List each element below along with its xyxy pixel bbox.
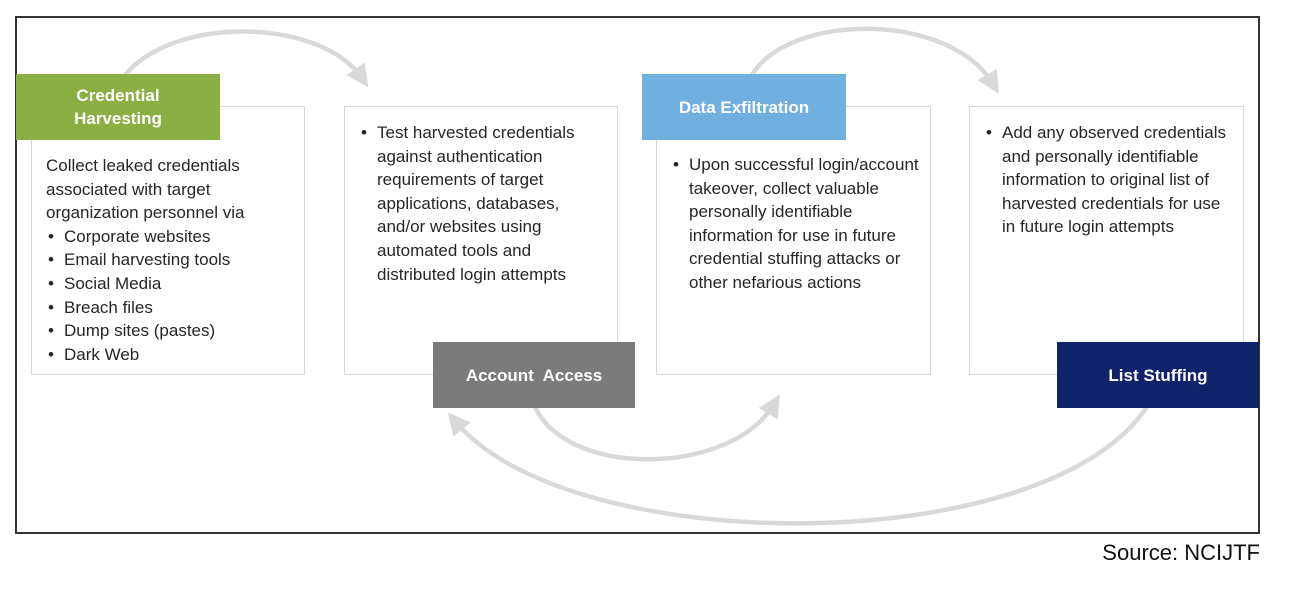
harvesting-intro: Collect leaked credentials associated wi… [46, 156, 245, 223]
exfiltration-list: Upon successful login/account takeover, … [671, 153, 922, 295]
list-stuffing-list: Add any observed credentials and persona… [984, 121, 1231, 239]
account-access-box: Test harvested credentials against authe… [344, 106, 618, 375]
exfiltration-box: Upon successful login/account takeover, … [656, 106, 931, 375]
harvesting-label: Credential Harvesting [16, 74, 220, 140]
list-item: Upon successful login/account takeover, … [671, 153, 922, 295]
list-item: Social Media [46, 272, 294, 296]
harvesting-list: Corporate websites Email harvesting tool… [46, 225, 294, 367]
exfiltration-label: Data Exfiltration [642, 74, 846, 140]
list-item: Corporate websites [46, 225, 294, 249]
list-item: Test harvested credentials against authe… [359, 121, 607, 286]
source-credit: Source: NCIJTF [1102, 540, 1260, 565]
list-item: Breach files [46, 296, 294, 320]
list-stuffing-label: List Stuffing [1057, 342, 1259, 408]
list-item: Add any observed credentials and persona… [984, 121, 1231, 239]
list-item: Dump sites (pastes) [46, 319, 294, 343]
list-stuffing-box: Add any observed credentials and persona… [969, 106, 1244, 375]
list-item: Email harvesting tools [46, 248, 294, 272]
account-access-list: Test harvested credentials against authe… [359, 121, 607, 286]
account-access-label: Account Access [433, 342, 635, 408]
harvesting-box: Collect leaked credentials associated wi… [31, 106, 305, 375]
list-item: Dark Web [46, 343, 294, 367]
